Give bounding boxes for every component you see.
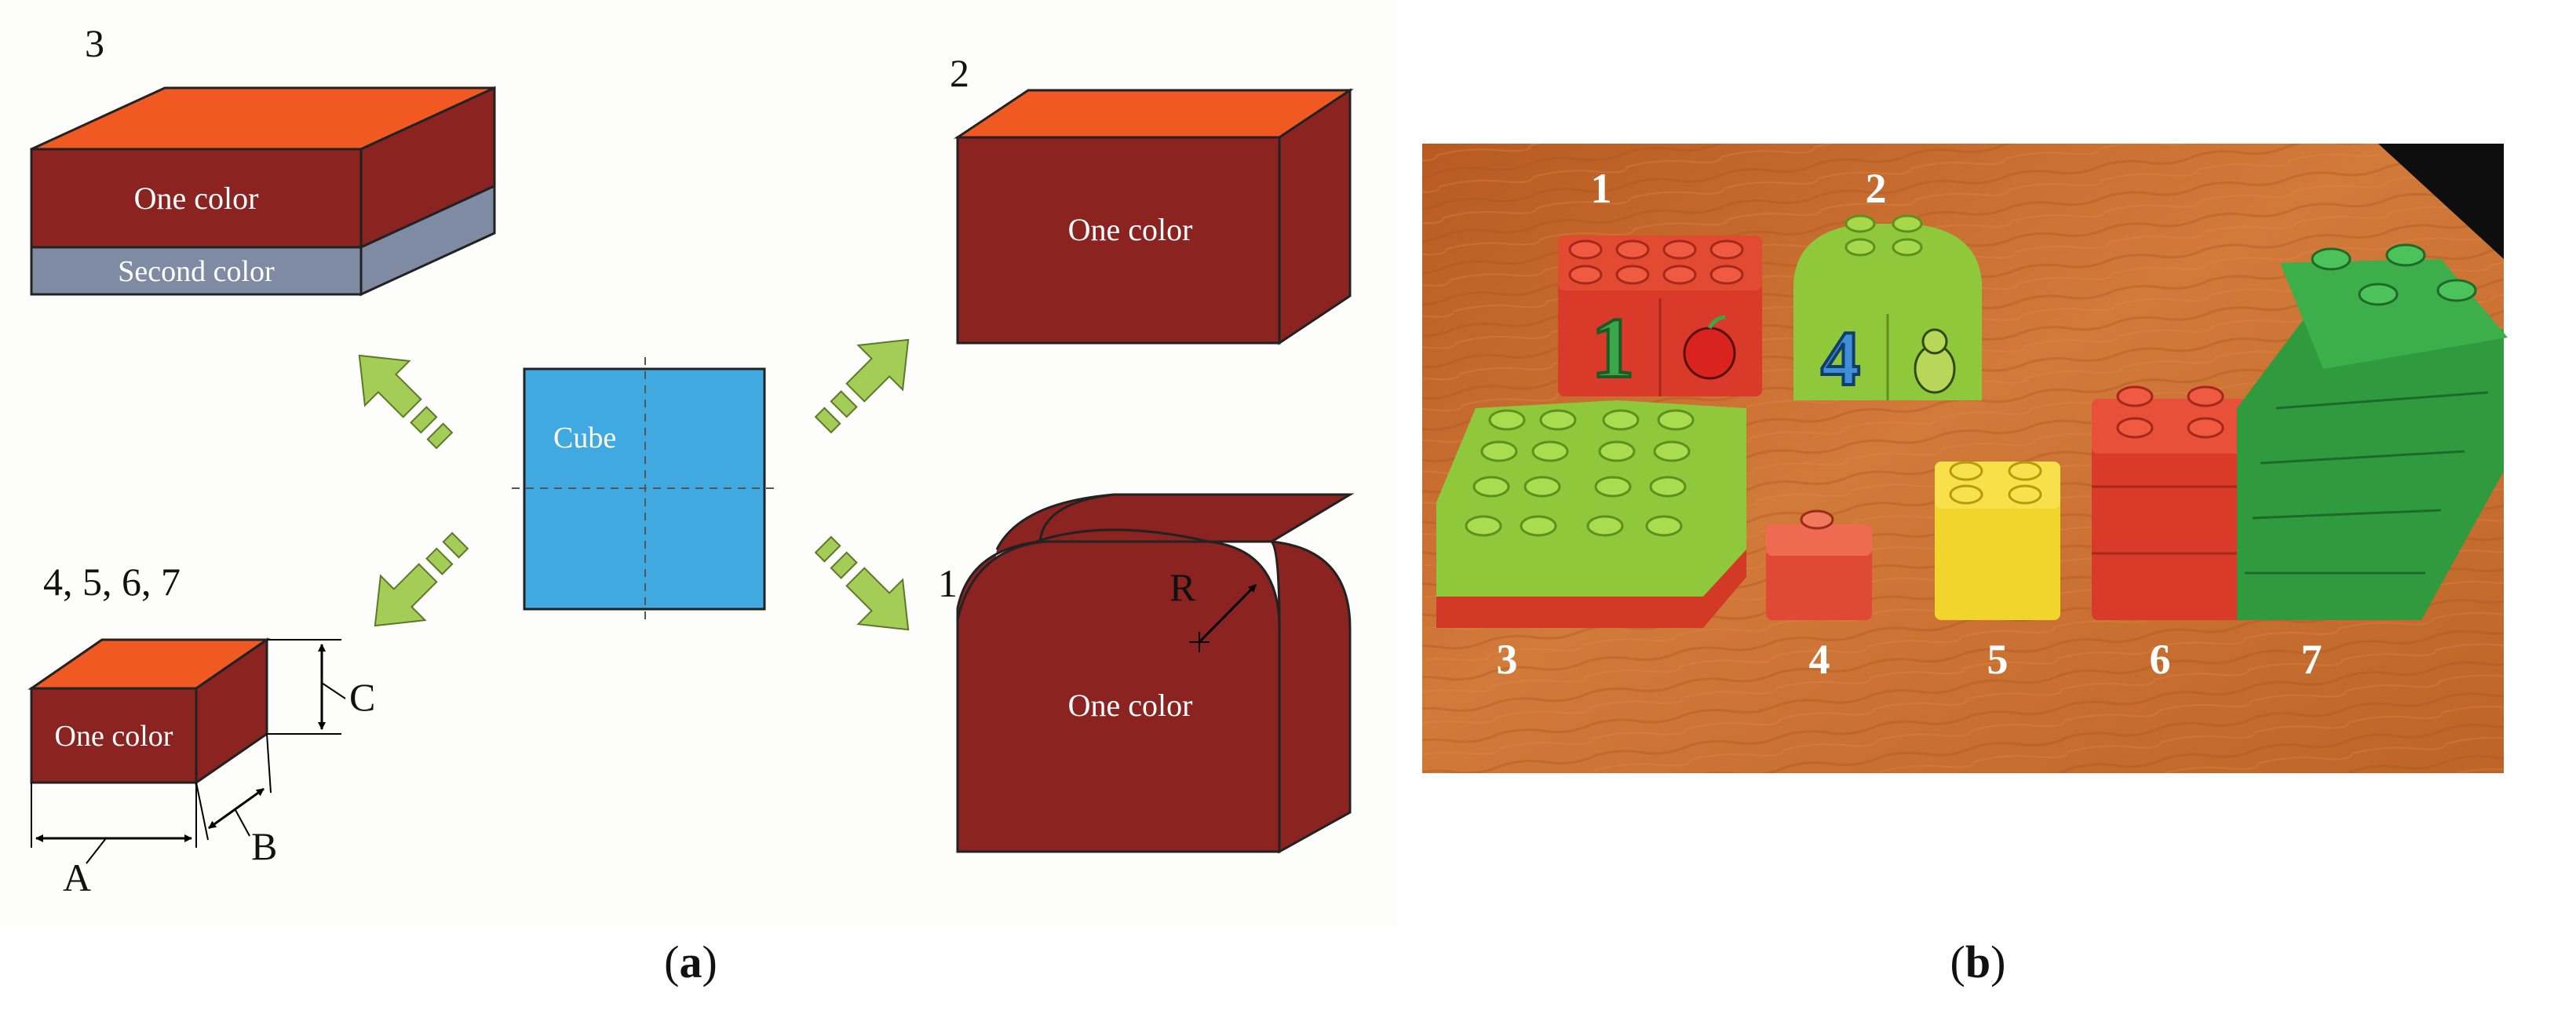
- caption-b: (b): [1950, 936, 2006, 987]
- photo-label-2: 2: [1866, 165, 1887, 212]
- dim-c-leader: [321, 682, 346, 699]
- brick-6-body: [2092, 408, 2260, 620]
- caption-b-letter: b: [1965, 936, 1990, 987]
- block-3-number: 3: [85, 21, 104, 65]
- dim-b-label: B: [251, 824, 277, 868]
- block-1-edge: [1035, 528, 1210, 543]
- block-1-side-face: [1268, 540, 1352, 854]
- photo-label-7: 7: [2301, 636, 2322, 683]
- block-4567: 4, 5, 6, 7 One color A B C: [27, 560, 375, 900]
- block-4567-front-face: [30, 687, 198, 784]
- arrow-to-block-3: [358, 354, 454, 450]
- dim-b-leader: [235, 809, 250, 837]
- block-1-number: 1: [938, 561, 958, 605]
- arrow-to-block-4567: [374, 531, 469, 627]
- caption-a-open: (: [664, 936, 679, 987]
- block-4567-number: 4, 5, 6, 7: [43, 560, 181, 604]
- dim-b-ext-left: [195, 782, 209, 841]
- dim-c-label: C: [349, 675, 375, 719]
- brick-1: 1: [1558, 235, 1762, 397]
- brick-3: [1436, 400, 1746, 628]
- arrows: [358, 338, 910, 631]
- block-2-side-face: [1278, 88, 1352, 345]
- block-1: 1 R One color: [938, 493, 1355, 854]
- arrow-to-block-1: [814, 535, 910, 631]
- caption-a-letter: a: [680, 936, 702, 987]
- brick-6: [2092, 385, 2260, 620]
- block-3-bottom-label: Second color: [118, 255, 275, 288]
- dim-a-label: A: [63, 856, 91, 900]
- svg-text:4: 4: [1821, 315, 1860, 402]
- svg-text:1: 1: [1592, 300, 1635, 396]
- block-3: 3 One color Second color: [30, 21, 496, 297]
- cube-label: Cube: [553, 422, 616, 454]
- center-cube: Cube: [512, 357, 777, 620]
- photo-label-5: 5: [1987, 636, 2009, 683]
- photo-label-1: 1: [1591, 165, 1612, 212]
- dim-a-leader: [86, 838, 107, 864]
- brick-5: [1935, 461, 2060, 620]
- block-2-label: One color: [1068, 212, 1193, 247]
- photo-dark-corner: [2378, 144, 2504, 259]
- dim-b-line: [208, 787, 265, 830]
- block-1-radius-label: R: [1169, 565, 1196, 609]
- block-3-front-upper: [30, 148, 363, 249]
- caption-b-close: ): [1990, 936, 2005, 987]
- caption-a: (a): [664, 936, 717, 987]
- caption-a-close: ): [702, 936, 717, 987]
- block-1-label: One color: [1068, 688, 1193, 723]
- photo-label-6: 6: [2150, 636, 2171, 683]
- block-3-top-label: One color: [134, 181, 259, 216]
- block-2: 2 One color: [950, 51, 1354, 345]
- photo-label-3: 3: [1497, 636, 1518, 683]
- brick-4: [1766, 509, 1872, 620]
- panel-a: 3 One color Second color 2 One color Cub…: [27, 21, 1355, 987]
- brick-2: 4: [1793, 214, 1982, 403]
- block-4567-label: One color: [55, 720, 173, 753]
- brick-7-body: [2237, 298, 2504, 620]
- brick-3-body: [1436, 400, 1746, 597]
- photo-label-4: 4: [1809, 636, 1830, 683]
- block-2-number: 2: [950, 51, 969, 95]
- dim-b-ext-right: [266, 733, 272, 794]
- caption-b-open: (: [1950, 936, 1965, 987]
- block-3-side-lower: [359, 184, 496, 297]
- panel-b-photo: 1 4: [1422, 144, 2508, 773]
- block-1-radius-arrow: [1198, 583, 1257, 644]
- arrow-to-block-2: [814, 338, 910, 434]
- apple-icon: [1683, 327, 1736, 380]
- brick-7: [2237, 243, 2508, 620]
